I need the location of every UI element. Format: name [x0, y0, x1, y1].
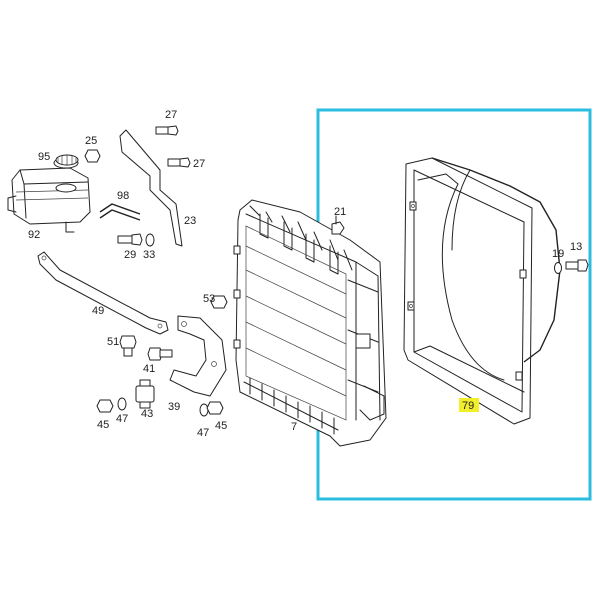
label-53[interactable]: 53 [203, 293, 215, 305]
bolt-51[interactable] [119, 335, 137, 357]
label-79[interactable]: 79 [462, 400, 474, 412]
label-95[interactable]: 95 [38, 151, 50, 163]
bracket-23[interactable] [119, 129, 183, 247]
label-92[interactable]: 92 [28, 229, 40, 241]
label-7[interactable]: 7 [291, 421, 297, 433]
bolt-27-top[interactable] [155, 125, 179, 136]
bolt-41[interactable] [147, 347, 173, 361]
filler-cap[interactable] [55, 154, 79, 166]
label-45-right[interactable]: 45 [215, 420, 227, 432]
label-51[interactable]: 51 [107, 336, 119, 348]
radiator[interactable] [233, 199, 387, 447]
label-47-right[interactable]: 47 [197, 427, 209, 439]
washer-19[interactable] [554, 262, 562, 274]
washer-47-right[interactable] [199, 403, 209, 417]
label-27-top[interactable]: 27 [165, 109, 177, 121]
label-29[interactable]: 29 [124, 249, 136, 261]
label-45-left[interactable]: 45 [97, 419, 109, 431]
bolt-21[interactable] [331, 215, 345, 235]
label-98[interactable]: 98 [117, 190, 129, 202]
label-33[interactable]: 33 [143, 249, 155, 261]
hose-98[interactable] [99, 203, 141, 221]
label-25[interactable]: 25 [85, 135, 97, 147]
label-41[interactable]: 41 [143, 363, 155, 375]
washer-33[interactable] [145, 233, 155, 247]
label-39[interactable]: 39 [168, 401, 180, 413]
label-13[interactable]: 13 [570, 241, 582, 253]
label-27-mid[interactable]: 27 [193, 158, 205, 170]
rubber-mount-43[interactable] [135, 379, 155, 409]
label-43[interactable]: 43 [141, 408, 153, 420]
bolt-29[interactable] [117, 233, 143, 246]
label-47-left[interactable]: 47 [116, 413, 128, 425]
nut-53[interactable] [210, 295, 228, 309]
washer-47-left[interactable] [117, 397, 127, 411]
label-19[interactable]: 19 [552, 248, 564, 260]
label-21[interactable]: 21 [334, 206, 346, 218]
nut-25[interactable] [84, 149, 101, 163]
nut-45-left[interactable] [96, 399, 114, 413]
expansion-tank[interactable] [7, 157, 91, 233]
bolt-13[interactable] [565, 259, 589, 272]
fan-shroud[interactable] [403, 157, 561, 425]
bolt-27-mid[interactable] [167, 157, 191, 168]
label-49[interactable]: 49 [92, 305, 104, 317]
bracket-39[interactable] [169, 315, 227, 397]
nut-45-right[interactable] [206, 401, 224, 415]
label-23[interactable]: 23 [184, 215, 196, 227]
highlight-badge[interactable] [459, 398, 479, 412]
strut-49[interactable] [37, 251, 169, 335]
